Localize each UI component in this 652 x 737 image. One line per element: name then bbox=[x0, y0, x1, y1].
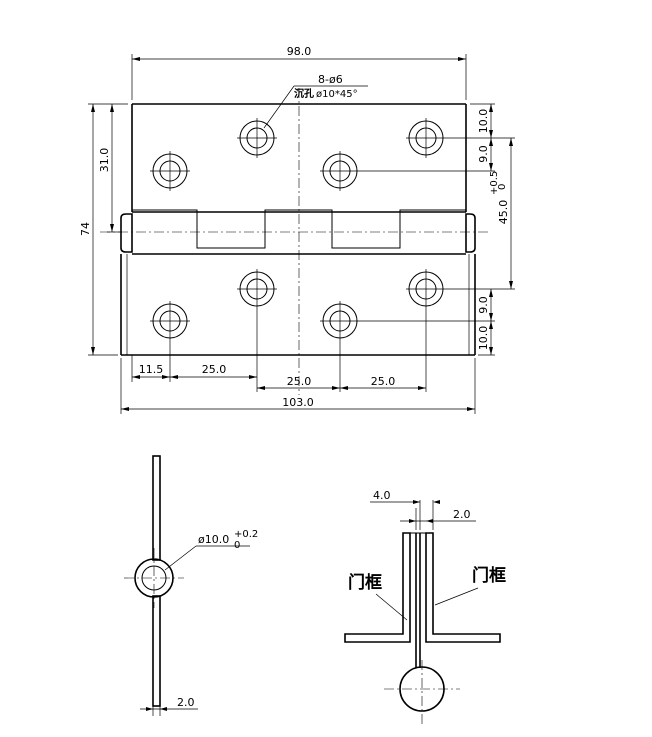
dim-height-left: 74 31.0 bbox=[79, 103, 128, 356]
hole-2 bbox=[237, 118, 277, 158]
dim-bottom: 11.5 25.0 25.0 25.0 103.0 bbox=[120, 309, 476, 414]
dim-98-label: 98.0 bbox=[287, 45, 312, 58]
dim-103-label: 103.0 bbox=[282, 396, 314, 409]
dim-pitch-2: 25.0 bbox=[287, 375, 312, 388]
callout-line1: 8-ø6 bbox=[318, 73, 343, 86]
hole-callout: 8-ø6 沉孔 ø10*45° bbox=[263, 73, 368, 129]
hole-3 bbox=[320, 151, 360, 191]
dim-31-label: 31.0 bbox=[98, 148, 111, 173]
dim-right-9-top: 9.0 bbox=[477, 145, 490, 163]
hole-7 bbox=[320, 301, 360, 341]
hole-4 bbox=[406, 118, 446, 158]
side-pin-tol-upper: +0.2 bbox=[234, 529, 258, 540]
plate-outline bbox=[120, 103, 476, 356]
dim-pitch-1: 25.0 bbox=[202, 363, 227, 376]
dim-width-top: 98.0 bbox=[131, 45, 467, 100]
dim-right-9-bot: 9.0 bbox=[477, 296, 490, 314]
callout-line2: ø10*45° bbox=[316, 89, 358, 100]
hole-6 bbox=[237, 269, 277, 309]
dim-right-10-top: 10.0 bbox=[477, 109, 490, 134]
callout-cn: 沉孔 bbox=[294, 87, 314, 100]
dim-45-tol-upper: +0.5 bbox=[489, 171, 500, 195]
section-gap-label: 4.0 bbox=[373, 489, 391, 502]
dim-right: 10.0 9.0 45.0 +0.5 0 9.0 10.0 bbox=[360, 103, 515, 356]
side-thickness-label: 2.0 bbox=[177, 696, 195, 709]
dim-pitch-3: 25.0 bbox=[371, 375, 396, 388]
door-frame-label-left: 门框 bbox=[348, 572, 382, 593]
side-view: ø10.0 +0.2 0 2.0 bbox=[124, 455, 258, 716]
side-pin-dim: ø10.0 bbox=[198, 533, 229, 546]
hole-8 bbox=[406, 269, 446, 309]
front-view: 98.0 8-ø6 沉孔 ø10*45° 74 31.0 bbox=[79, 45, 515, 414]
dim-11-5-label: 11.5 bbox=[139, 363, 164, 376]
dim-45-label: 45.0 bbox=[497, 200, 510, 225]
hole-1 bbox=[150, 151, 190, 191]
dim-74-label: 74 bbox=[79, 222, 92, 236]
door-frame-label-right: 门框 bbox=[472, 565, 506, 586]
dim-45-tol-lower: 0 bbox=[497, 184, 508, 190]
knuckle-band bbox=[100, 209, 490, 255]
dim-right-10-bot: 10.0 bbox=[477, 326, 490, 351]
section-thickness-label: 2.0 bbox=[453, 508, 471, 521]
side-pin-tol-lower: 0 bbox=[234, 540, 240, 551]
section-view: 4.0 2.0 门框 门框 bbox=[344, 489, 506, 724]
hole-5 bbox=[150, 301, 190, 341]
